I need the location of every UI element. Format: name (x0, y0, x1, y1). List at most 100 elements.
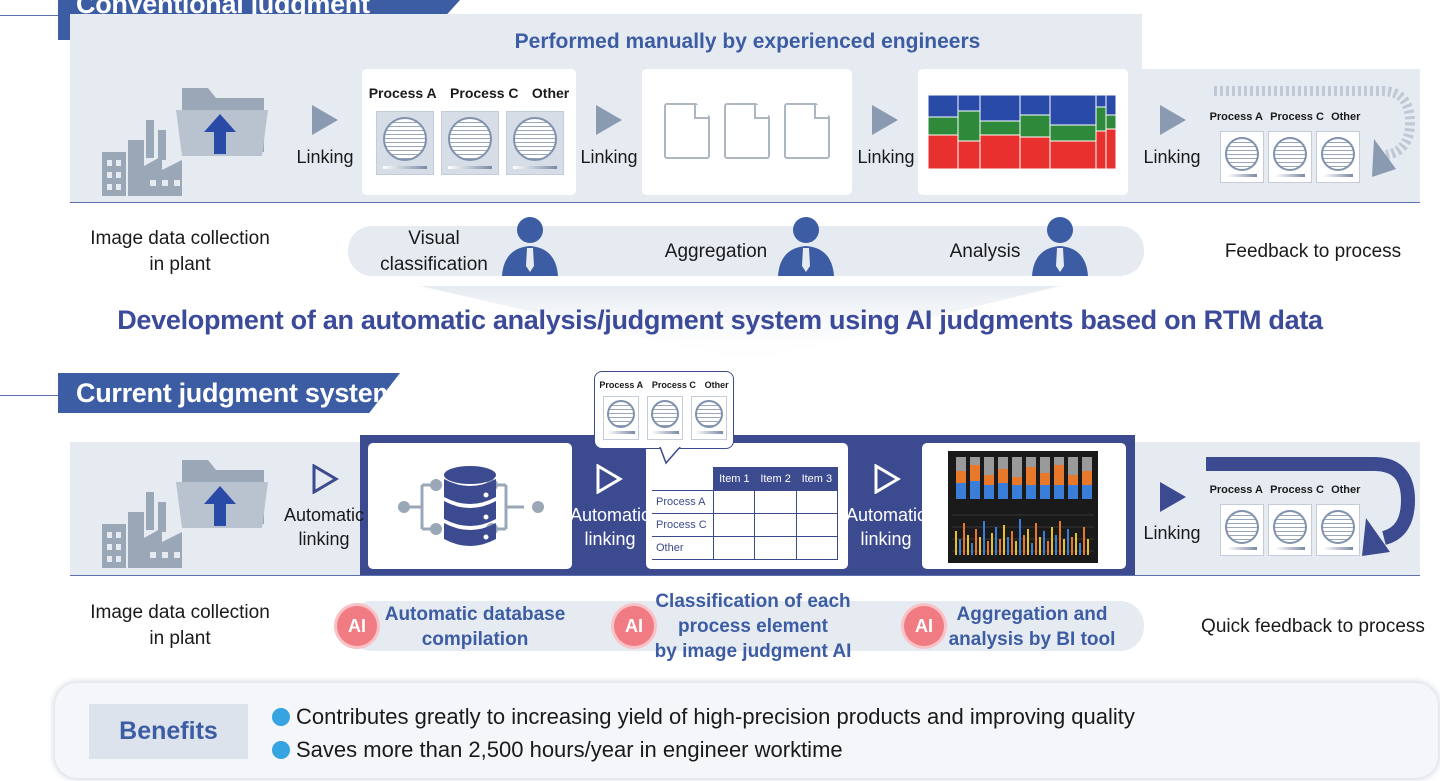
engineer-icon (778, 217, 834, 276)
process-image (1316, 131, 1360, 183)
benefit-item: Saves more than 2,500 hours/year in engi… (272, 737, 843, 763)
link-label: Linking (296, 147, 354, 167)
aggregation-text: Aggregation (664, 241, 768, 262)
other-label: Other (704, 380, 729, 390)
feedback-return-arrow (1206, 457, 1416, 556)
table-row: Process C (652, 513, 839, 537)
ai-steps-pill (348, 601, 1144, 651)
other-label: Other (1331, 484, 1361, 496)
table-row-header: Process C (652, 513, 715, 537)
benefits-panel (55, 683, 1438, 778)
bi-dashboard-card (922, 443, 1126, 569)
collection-text: Image data collection in plant (90, 602, 270, 649)
plant-folder-icon (102, 460, 268, 568)
ai-badge: AI (614, 606, 654, 646)
process-image (1316, 504, 1360, 556)
process-c-label: Process C (1270, 111, 1324, 123)
process-c-label: Process C (450, 85, 519, 101)
arrow-icon (1160, 482, 1186, 512)
bi-dashboard-chart (948, 451, 1098, 563)
ai-badge: AI (904, 606, 944, 646)
classification-table: Item 1 Item 2 Item 3 Process A Process C… (652, 467, 839, 560)
bullet-icon (272, 741, 290, 759)
current-divider (70, 575, 1420, 576)
table-col-header: Item 1 (713, 467, 756, 491)
bullet-icon (272, 708, 290, 726)
mosaic-chart (928, 95, 1116, 169)
manual-note: Performed manually by experienced engine… (514, 30, 981, 53)
table-row: Other (652, 536, 839, 560)
document-icon (664, 103, 710, 159)
other-label: Other (531, 85, 570, 101)
table-col-header: Item 2 (754, 467, 797, 491)
process-a-label: Process A (599, 380, 644, 390)
feedback-text: Feedback to process (1224, 241, 1402, 262)
collection-text: Image data collection in plant (90, 228, 270, 275)
link-label: Linking (580, 147, 638, 167)
transition-funnel (420, 286, 1060, 362)
benefit-text: Contributes greatly to increasing yield … (296, 704, 1135, 729)
feedback-return-arrow (1214, 86, 1416, 177)
arrow-icon (1160, 105, 1186, 135)
ai-classification-callout: Process A Process C Other (594, 371, 734, 449)
quick-feedback-text: Quick feedback to process (1201, 616, 1425, 637)
engineer-icon (1032, 217, 1088, 276)
database-icon (398, 466, 544, 546)
bi-analysis-text: Aggregation and analysis by BI tool (948, 604, 1116, 650)
auto-link-label: Automatic linking (846, 505, 927, 549)
link-label: Linking (857, 147, 915, 167)
auto-link-label: Automatic linking (284, 505, 365, 549)
section-rule (0, 395, 70, 396)
table-row-header: Process A (652, 490, 715, 514)
feedback-card: Process A Process C Other (1206, 442, 1420, 568)
section-rule (0, 15, 70, 16)
process-image (1220, 504, 1264, 556)
process-image (691, 396, 727, 440)
table-col-header: Item 3 (795, 467, 839, 491)
process-a-label: Process A (1209, 111, 1263, 123)
ai-badge: AI (337, 606, 377, 646)
arrow-outline-icon (312, 464, 339, 494)
current-title: Current judgment system (58, 373, 400, 413)
link-label: Linking (1143, 147, 1201, 167)
process-image (647, 396, 683, 440)
other-label: Other (1331, 111, 1361, 123)
document-icon (724, 103, 770, 159)
db-compilation-text: Automatic database compilation (384, 604, 566, 650)
callout-pointer (659, 447, 681, 465)
analysis-text: Analysis (949, 241, 1021, 262)
engineer-icon (502, 217, 558, 276)
visual-text: Visual classification (380, 228, 488, 275)
process-c-label: Process C (651, 380, 696, 390)
process-image (603, 396, 639, 440)
arrow-icon (872, 105, 898, 135)
conventional-divider (70, 202, 1420, 203)
benefits-label: Benefits (89, 704, 248, 759)
classification-table-card: Item 1 Item 2 Item 3 Process A Process C… (646, 443, 848, 569)
feedback-card: Process A Process C Other (1206, 69, 1420, 195)
table-row: Process A (652, 490, 839, 514)
benefit-text: Saves more than 2,500 hours/year in engi… (296, 737, 843, 762)
process-a-label: Process A (368, 85, 437, 101)
process-image (376, 111, 434, 175)
process-image (1268, 131, 1312, 183)
database-card (368, 443, 572, 569)
ai-classification-text: Classification of each process element b… (654, 591, 852, 662)
process-images-card: Process A Process C Other (362, 69, 576, 195)
link-label: Linking (1143, 523, 1201, 543)
manual-steps-pill (348, 226, 1144, 276)
arrow-outline-icon (596, 464, 623, 494)
arrow-icon (596, 105, 622, 135)
mosaic-chart-card (918, 69, 1128, 195)
plant-folder-icon (102, 88, 268, 196)
development-title: Development of an automatic analysis/jud… (117, 305, 1323, 335)
benefit-item: Contributes greatly to increasing yield … (272, 704, 1135, 730)
process-image (506, 111, 564, 175)
process-image (1220, 131, 1264, 183)
process-c-label: Process C (1270, 484, 1324, 496)
table-row-header: Other (652, 536, 715, 560)
arrow-outline-icon (874, 464, 901, 494)
process-image (441, 111, 499, 175)
process-image (1268, 504, 1312, 556)
documents-card (642, 69, 852, 195)
